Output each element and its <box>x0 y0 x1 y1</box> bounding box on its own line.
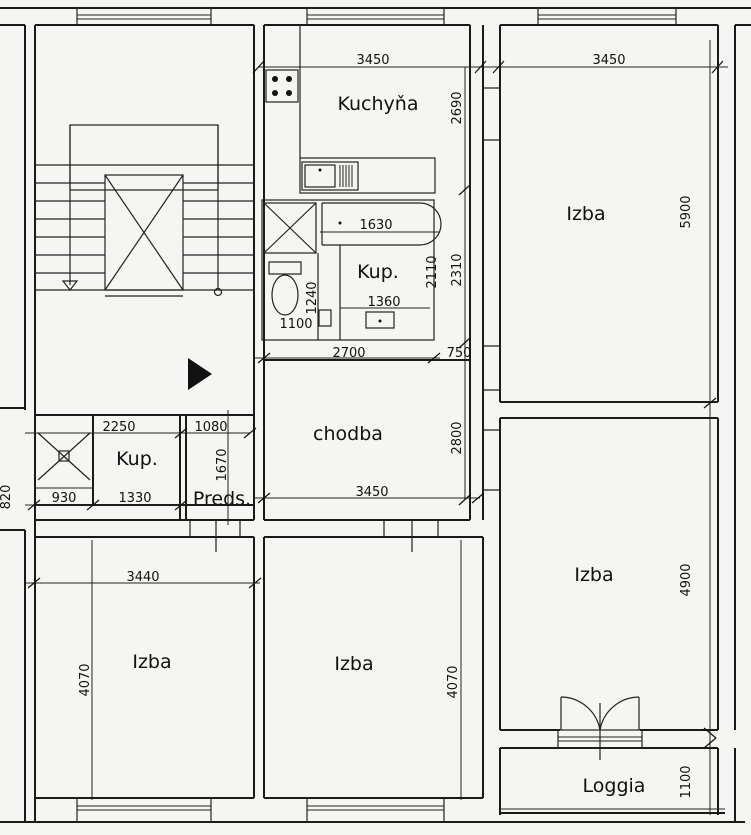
room-label-room-bottom-left: Izba <box>132 651 171 673</box>
dim-small-bath-width: 2250 <box>102 420 135 435</box>
dim-entry-height: 1670 <box>215 448 230 481</box>
room-label-hallway: chodba <box>313 423 383 445</box>
dim-wc-height: 1240 <box>305 281 320 314</box>
bathroom-fixtures <box>261 199 442 341</box>
dim-small-bath-lower-width: 1330 <box>118 491 151 506</box>
dim-wc-width: 1100 <box>279 317 312 332</box>
door-marks <box>189 520 439 552</box>
stair-start-circle-icon <box>213 287 223 297</box>
dim-room-bottom-left-width: 3440 <box>126 570 159 585</box>
dim-room-bottom-left-height: 4070 <box>78 663 93 696</box>
staircase <box>35 124 254 390</box>
vent-shaft <box>37 432 91 481</box>
dim-room-bottom-center-height: 4070 <box>446 665 461 698</box>
dim-bath-inner-height: 2110 <box>425 255 440 288</box>
room-label-kitchen: Kuchyňa <box>338 93 419 115</box>
dim-bathtub-length: 1630 <box>359 218 392 233</box>
dim-room-top-right-width: 3450 <box>592 53 625 68</box>
dimension-ticks <box>27 60 724 749</box>
room-label-entry: Preds. <box>193 488 251 510</box>
dim-bath-sink-width: 1360 <box>367 295 400 310</box>
dim-entry-width: 1080 <box>194 420 227 435</box>
room-labels: Kuchyňa Kup. Kup. chodba Preds. Izba Izb… <box>116 93 645 797</box>
stove-icon <box>265 69 299 103</box>
dimension-lines <box>25 40 728 815</box>
kitchen-sink-icon <box>301 161 359 191</box>
dim-shaft-width: 930 <box>52 491 77 506</box>
vertical-dimension-labels: 2690 2310 2110 1240 2800 1670 820 4070 4… <box>0 91 694 798</box>
dim-left-edge: 820 <box>0 485 14 510</box>
dimension-labels: 3450 3450 1630 1360 1100 2700 750 3450 2… <box>52 53 626 585</box>
exterior-walls <box>0 7 751 823</box>
dim-hallway-height: 2800 <box>450 421 465 454</box>
dim-hallway-width: 3450 <box>355 485 388 500</box>
elevator-shaft <box>104 174 184 291</box>
bathtub-icon <box>322 202 442 340</box>
stair-down-arrow-icon <box>61 280 79 291</box>
toilet-tank-icon <box>268 261 302 275</box>
dim-room-mid-right-height: 4900 <box>679 563 694 596</box>
room-label-room-bottom-center: Izba <box>334 653 373 675</box>
dim-loggia-height: 1100 <box>679 765 694 798</box>
interior-walls <box>0 24 751 822</box>
dim-kitchen-height: 2690 <box>450 91 465 124</box>
entrance-arrow-icon <box>188 358 212 390</box>
room-label-small-bathroom: Kup. <box>116 448 158 470</box>
dim-bath-outer-height: 2310 <box>450 253 465 286</box>
toilet-icon <box>271 274 299 316</box>
room-label-bathroom: Kup. <box>357 261 399 283</box>
dim-hall-top-width: 2700 <box>332 346 365 361</box>
room-label-room-mid-right: Izba <box>574 564 613 586</box>
kitchen-fixtures <box>265 25 436 194</box>
loggia-door <box>557 696 643 760</box>
dim-room-top-right-height: 5900 <box>679 195 694 228</box>
bath-sink-icon <box>365 311 395 329</box>
room-label-loggia: Loggia <box>583 775 646 797</box>
dim-kitchen-width: 3450 <box>356 53 389 68</box>
shower-icon <box>263 202 317 254</box>
room-label-room-top-right: Izba <box>566 203 605 225</box>
dim-hall-top-right: 750 <box>447 346 472 361</box>
